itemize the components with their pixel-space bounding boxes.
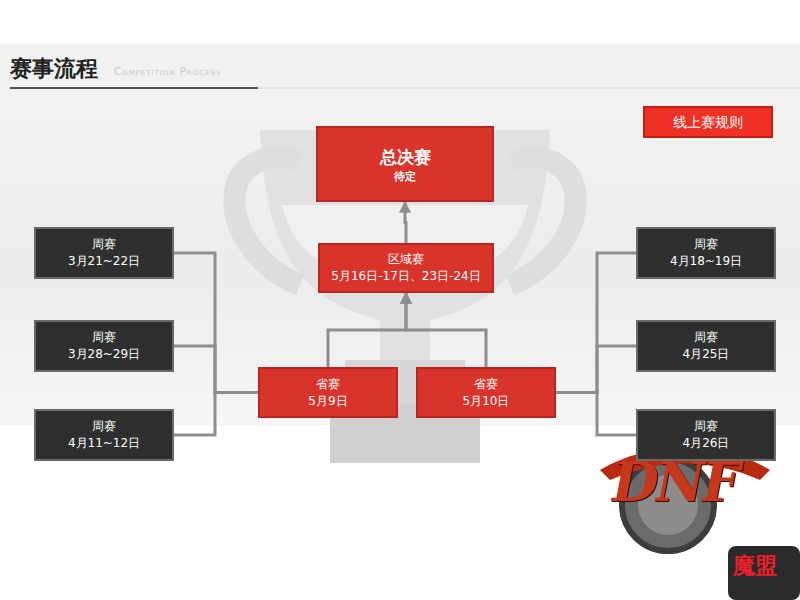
- box-heading: 周赛: [694, 236, 718, 253]
- box-date: 4月18~19日: [670, 253, 742, 270]
- bracket-connector: [556, 253, 636, 393]
- page-title: 赛事流程: [10, 54, 98, 84]
- logo-badge-text: 魔盟: [733, 551, 777, 581]
- box-date: 3月21~22日: [68, 253, 140, 270]
- weekly-box: 周赛3月28~29日: [34, 320, 174, 372]
- weekly-box: 周赛4月26日: [636, 409, 776, 461]
- box-date: 4月25日: [683, 346, 730, 363]
- box-date: 5月10日: [463, 393, 510, 410]
- box-heading: 线上赛规则: [673, 112, 743, 132]
- box-heading: 区域赛: [388, 251, 424, 268]
- box-heading: 省赛: [316, 376, 340, 393]
- bracket-connector: [174, 346, 258, 393]
- bracket-connector: [174, 253, 258, 393]
- box-heading: 周赛: [92, 236, 116, 253]
- box-date: 待定: [394, 169, 416, 184]
- bracket-connector: [556, 393, 636, 436]
- box-heading: 周赛: [92, 329, 116, 346]
- final-box: 总决赛待定: [316, 126, 494, 202]
- weekly-box: 周赛3月21~22日: [34, 227, 174, 279]
- box-heading: 总决赛: [380, 145, 431, 169]
- bracket-connector: [405, 202, 406, 243]
- weekly-box: 周赛4月18~19日: [636, 227, 776, 279]
- box-heading: 周赛: [694, 418, 718, 435]
- bracket-connector: [328, 293, 406, 367]
- bracket-connector: [174, 393, 258, 436]
- box-date: 3月28~29日: [68, 346, 140, 363]
- box-heading: 省赛: [474, 376, 498, 393]
- box-heading: 周赛: [694, 329, 718, 346]
- box-date: 4月11~12日: [68, 435, 140, 452]
- provincial-box: 省赛5月9日: [258, 367, 398, 418]
- box-date: 5月16日-17日、23日-24日: [331, 268, 480, 285]
- weekly-box: 周赛4月11~12日: [34, 409, 174, 461]
- rules-button: 线上赛规则: [643, 106, 773, 138]
- subtitle-text: Competition Process: [114, 66, 221, 77]
- box-date: 4月26日: [683, 435, 730, 452]
- bracket-connector: [556, 346, 636, 393]
- provincial-box: 省赛5月10日: [416, 367, 556, 418]
- box-date: 5月9日: [308, 393, 347, 410]
- regional-box: 区域赛5月16日-17日、23日-24日: [318, 243, 494, 293]
- box-heading: 周赛: [92, 418, 116, 435]
- bracket-connector: [406, 293, 486, 367]
- weekly-box: 周赛4月25日: [636, 320, 776, 372]
